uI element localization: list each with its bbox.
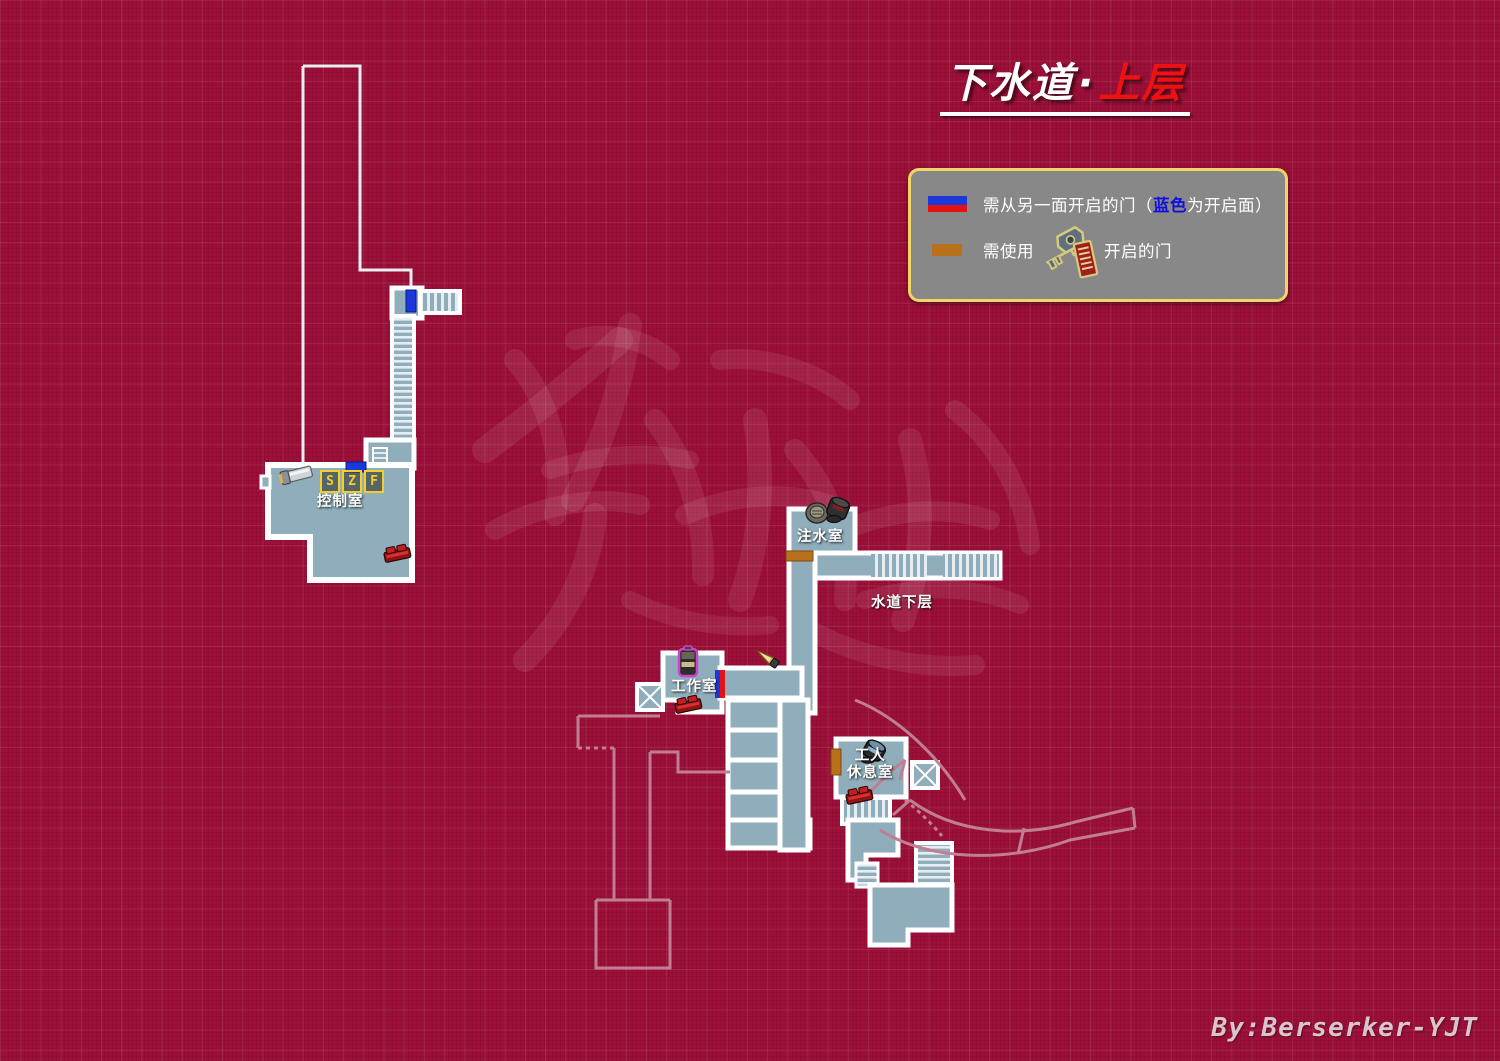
legend-text-0: 需从另一面开启的门（蓝色为开启面） xyxy=(983,192,1272,216)
legend-text-1-before: 需使用 xyxy=(983,242,1034,261)
unexplored-dashed-path xyxy=(578,746,944,837)
legend-text-0-after: 为开启面） xyxy=(1187,196,1272,215)
doors xyxy=(345,289,842,776)
key-icon xyxy=(1036,221,1102,283)
door-blue-workshop xyxy=(715,670,720,698)
orange-door-swatch xyxy=(932,244,962,256)
title-sub: 上层 xyxy=(1098,59,1185,107)
door-blue-north-corridor xyxy=(405,289,417,313)
legend-swatch-wrap-0 xyxy=(911,196,983,212)
szf-box-f: F xyxy=(364,470,384,493)
legend-text-0-before: 需从另一面开启的门（ xyxy=(983,196,1153,215)
legend-text-0-highlight: 蓝色 xyxy=(1153,196,1187,215)
szf-marker-group: S Z F xyxy=(320,470,384,493)
unexplored-corridors xyxy=(301,64,413,470)
szf-box-z: Z xyxy=(342,470,362,493)
legend-text-1-after: 开启的门 xyxy=(1104,242,1172,261)
title-block: 下水道·上层 xyxy=(900,59,1230,117)
page-title: 下水道·上层 xyxy=(900,59,1230,107)
legend-item-blue-red-door: 需从另一面开启的门（蓝色为开启面） xyxy=(911,181,1285,227)
legend-item-key-door: 需使用 xyxy=(911,225,1285,279)
title-separator: · xyxy=(1077,59,1096,107)
door-key-rest xyxy=(830,748,842,776)
explored-floors xyxy=(259,285,1003,948)
unexplored-outline-shapes xyxy=(576,698,1137,970)
legend-panel: 需从另一面开启的门（蓝色为开启面） 需使用 xyxy=(908,168,1288,302)
legend-text-1: 需使用 xyxy=(983,238,1034,262)
author-signature: By:Berserker-YJT xyxy=(1211,1013,1478,1043)
title-underline xyxy=(940,112,1190,117)
title-main: 下水道 xyxy=(945,59,1075,107)
door-key-injection xyxy=(785,550,814,562)
szf-box-s: S xyxy=(320,470,340,493)
blue-red-door-swatch xyxy=(927,196,967,212)
door-red-workshop xyxy=(720,670,725,698)
legend-swatch-wrap-1 xyxy=(911,244,983,256)
legend-text-1-after-wrap: 开启的门 xyxy=(1104,238,1172,262)
ladder-icon-control xyxy=(372,447,388,468)
